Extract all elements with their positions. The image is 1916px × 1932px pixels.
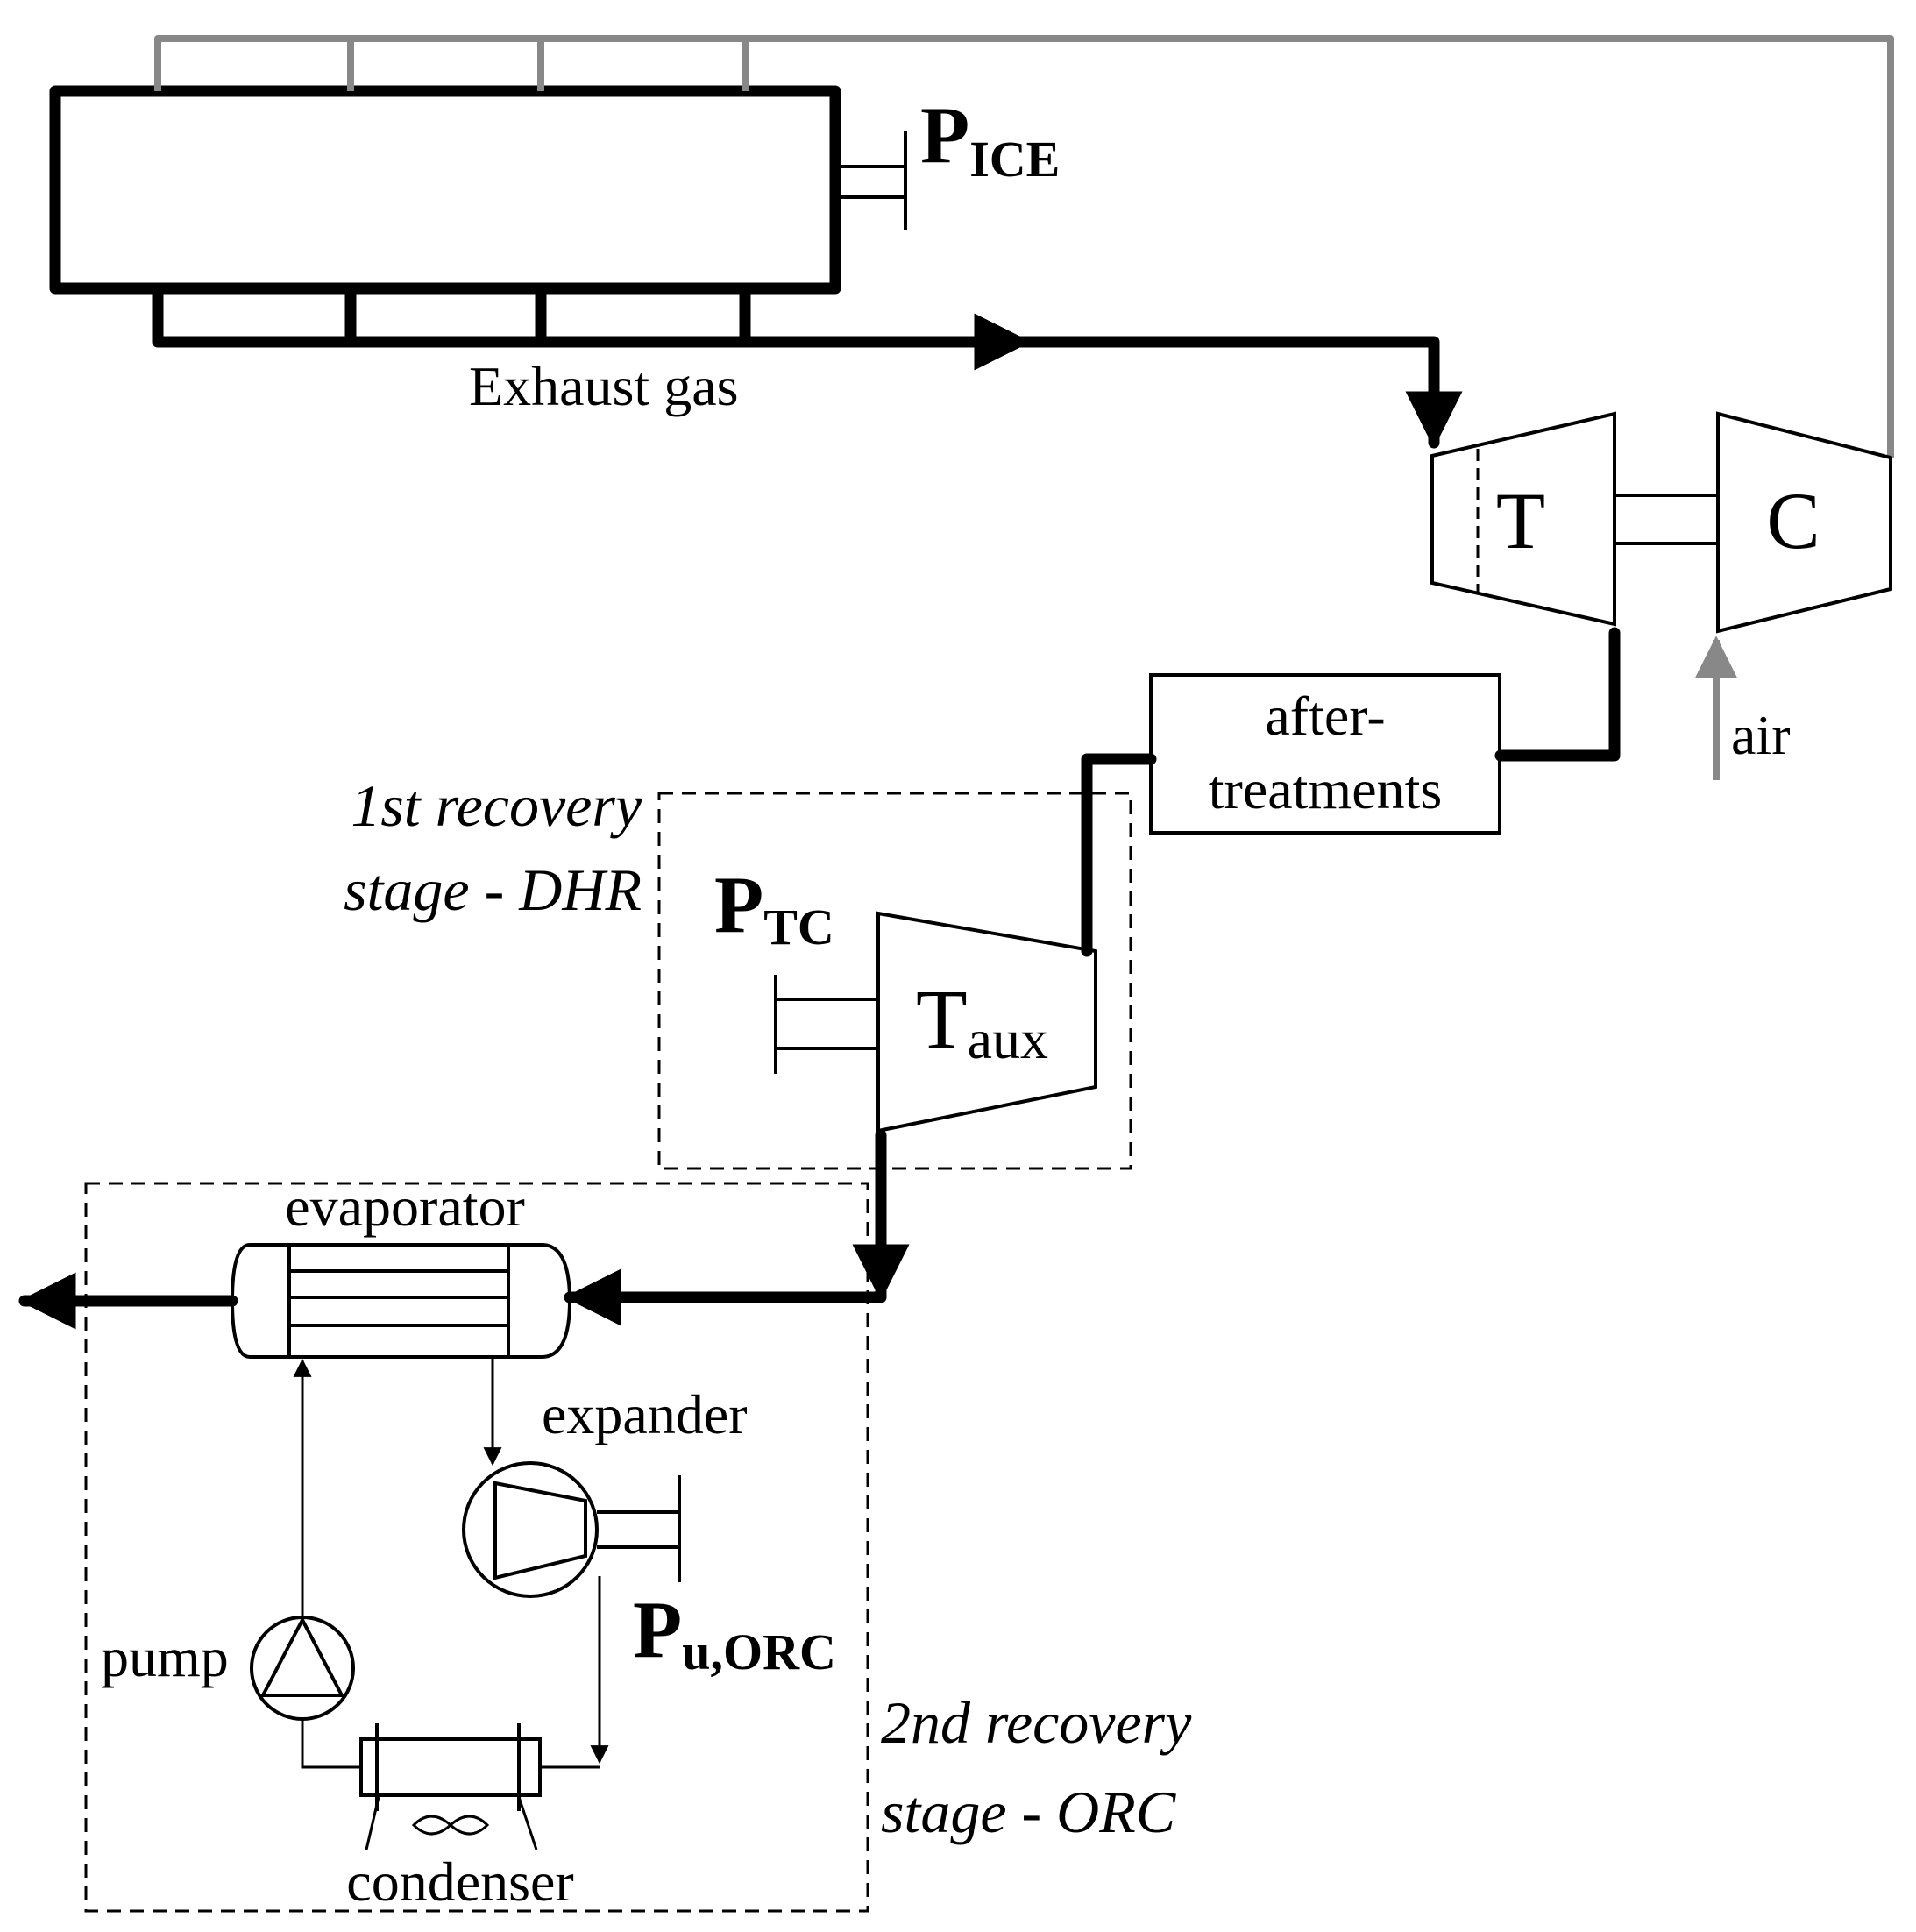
intake-manifold <box>154 35 1894 458</box>
aux-turbine-symbol <box>876 911 1097 1133</box>
aftertreatment-label-line2: treatments <box>1209 758 1443 820</box>
evaporator-label: evaporator <box>285 1176 525 1238</box>
stage2-boundary <box>84 1182 869 1913</box>
stage2-label-line1: 2nd recovery <box>881 1689 1192 1756</box>
condenser-symbol <box>359 1723 542 1850</box>
expander-label: expander <box>542 1383 748 1445</box>
turbine-label: T <box>1496 476 1545 565</box>
condenser-label: condenser <box>346 1850 573 1913</box>
compressor-label: C <box>1766 476 1820 565</box>
exhaust-manifold <box>152 282 1463 449</box>
p-orc-label: Pu,ORC <box>633 1585 836 1680</box>
stage1-label-line2: stage - DHR <box>344 856 642 923</box>
evaporator-symbol <box>230 1243 572 1359</box>
p-ice-label: PICE <box>920 90 1060 188</box>
air-label: air <box>1731 704 1791 766</box>
aux-turbine-label: Taux <box>916 972 1048 1070</box>
expander-symbol <box>462 1461 681 1598</box>
stage1-label-line1: 1st recovery <box>351 772 642 839</box>
stage1-boundary <box>657 792 1132 1170</box>
aftertreatment-to-aux-turbine-pipe <box>1081 753 1157 957</box>
engine-block <box>49 85 841 295</box>
pump-label: pump <box>101 1626 229 1688</box>
turbine-to-aftertreatment-pipe <box>1494 627 1621 762</box>
condenser-to-pump-line <box>301 1718 361 1769</box>
p-tc-label: PTC <box>714 860 834 955</box>
pump-symbol <box>250 1616 355 1721</box>
aftertreatment-label-line1: after- <box>1265 685 1385 747</box>
exhaust-gas-label: Exhaust gas <box>469 355 739 417</box>
turbine-symbol <box>1430 411 1616 627</box>
compressor-symbol <box>1716 411 1892 634</box>
stage2-label-line2: stage - ORC <box>881 1779 1176 1845</box>
turbo-shaft <box>1614 494 1718 545</box>
fan-icon <box>411 1815 490 1836</box>
aux-turbine-shaft <box>774 975 878 1074</box>
engine-shaft <box>835 131 907 230</box>
